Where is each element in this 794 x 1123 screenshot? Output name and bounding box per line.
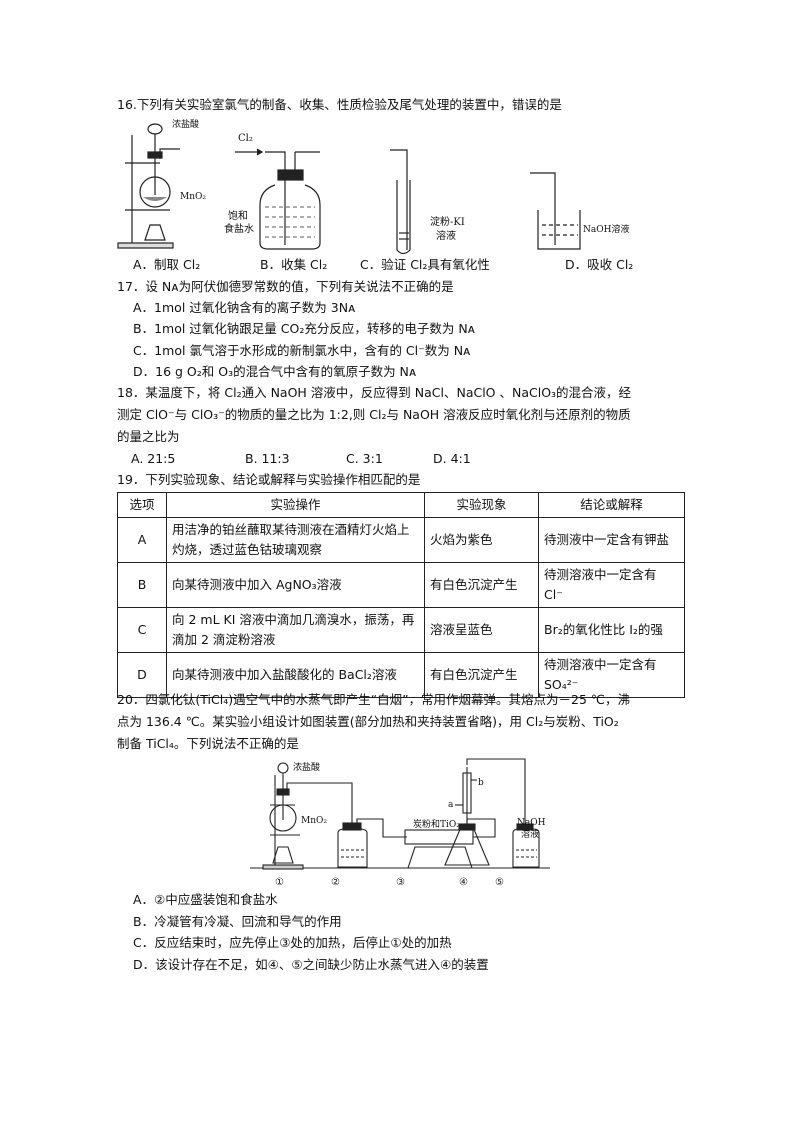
label-starch-ki-2: 溶液 <box>436 229 456 242</box>
q18-option-b: B. 11:3 <box>245 451 290 466</box>
q20-apparatus-figure: 浓盐酸 MnO₂ 炭粉和TiO₂ a b NaOH 溶液 ① ② ③ ④ ⑤ <box>250 758 550 888</box>
cell-phenomenon: 火焰为紫色 <box>424 517 539 563</box>
cell-conclusion: Br₂的氧化性比 I₂的强 <box>538 607 685 653</box>
cell-operation: 用洁净的铂丝蘸取某待测液在酒精灯火焰上灼烧，透过蓝色钴玻璃观察 <box>166 517 425 563</box>
cell-operation: 向某待测液中加入盐酸酸化的 BaCl₂溶液 <box>166 652 425 698</box>
cell-phenomenon: 有白色沉淀产生 <box>424 652 539 698</box>
table-row: B 向某待测液中加入 AgNO₃溶液 有白色沉淀产生 待测溶液中一定含有 Cl⁻ <box>117 562 685 608</box>
q18-option-c: C. 3:1 <box>346 451 383 466</box>
cell-option: A <box>117 517 167 563</box>
q17-stem: 17．设 Nᴀ为阿伏伽德罗常数的值，下列有关说法不正确的是 <box>117 279 454 294</box>
label-brine-1: 饱和 <box>228 210 248 222</box>
table-header-row: 选项 实验操作 实验现象 结论或解释 <box>117 492 685 518</box>
cell-phenomenon: 溶液呈蓝色 <box>424 607 539 653</box>
header-option: 选项 <box>117 492 167 518</box>
table-row: C 向 2 mL KI 溶液中滴加几滴溴水，振荡，再滴加 2 滴淀粉溶液 溶液呈… <box>117 607 685 653</box>
cell-phenomenon: 有白色沉淀产生 <box>424 562 539 608</box>
label-num-1: ① <box>275 877 284 888</box>
generator-apparatus-a <box>117 123 180 249</box>
q16-stem: 16.下列有关实验室氯气的制备、收集、性质检验及尾气处理的装置中，错误的是 <box>117 97 562 112</box>
q18-line-2: 测定 ClO⁻与 ClO₃⁻的物质的量之比为 1:2,则 Cl₂与 NaOH 溶… <box>117 407 631 422</box>
beaker-d <box>530 172 581 250</box>
q17-option-b: B．1mol 过氧化钠跟足量 CO₂充分反应，转移的电子数为 Nᴀ <box>133 321 476 336</box>
cell-conclusion: 待测溶液中一定含有 SO₄²⁻ <box>538 652 685 698</box>
q20-line-1: 20．四氯化钛(TiCl₄)遇空气中的水蒸气即产生“白烟”，常用作烟幕弹。其熔点… <box>117 692 630 707</box>
q18-line-1: 18．某温度下，将 Cl₂通入 NaOH 溶液中，反应得到 NaCl、NaClO… <box>117 385 632 400</box>
q16-option-c: C．验证 Cl₂具有氧化性 <box>360 257 490 272</box>
q18-line-3: 的量之比为 <box>117 429 180 444</box>
q17-option-d: D．16 g O₂和 O₃的混合气中含有的氧原子数为 Nᴀ <box>133 364 417 379</box>
q16-apparatus-figure: 浓盐酸 MnO₂ Cl₂ 饱和 食盐水 淀粉-KI 溶液 NaOH溶液 <box>117 118 629 255</box>
q19-stem: 19．下列实验现象、结论或解释与实验操作相匹配的是 <box>117 472 421 487</box>
label-conc-hcl: 浓盐酸 <box>172 118 199 130</box>
label-num-5: ⑤ <box>495 877 504 888</box>
q20-option-d: D．该设计存在不足，如④、⑤之间缺少防止水蒸气进入④的装置 <box>133 957 489 972</box>
cell-conclusion: 待测溶液中一定含有 Cl⁻ <box>538 562 685 608</box>
gas-bottle-b <box>259 151 321 250</box>
cell-operation: 向某待测液中加入 AgNO₃溶液 <box>166 562 425 608</box>
cell-operation: 向 2 mL KI 溶液中滴加几滴溴水，振荡，再滴加 2 滴淀粉溶液 <box>166 607 425 653</box>
q18-option-d: D. 4:1 <box>433 451 471 466</box>
cell-conclusion: 待测液中一定含有钾盐 <box>538 517 685 563</box>
cell-option: B <box>117 562 167 608</box>
label-naoh-2: 溶液 <box>521 828 539 840</box>
label-mno2: MnO₂ <box>180 192 206 202</box>
q19-table: 选项 实验操作 实验现象 结论或解释 A 用洁净的铂丝蘸取某待测液在酒精灯火焰上… <box>117 492 685 698</box>
label-num-4: ④ <box>459 877 468 888</box>
label-num-2: ② <box>331 877 340 888</box>
label-num-3: ③ <box>396 877 405 888</box>
q16-option-b: B．收集 Cl₂ <box>260 257 328 272</box>
q20-line-3: 制备 TiCl₄。下列说法不正确的是 <box>117 736 299 751</box>
q17-option-a: A．1mol 过氧化钠含有的离子数为 3Nᴀ <box>133 300 356 315</box>
cell-option: D <box>117 652 167 698</box>
label-inlet-a: a <box>448 800 454 810</box>
cell-option: C <box>117 607 167 653</box>
label-conc-hcl: 浓盐酸 <box>293 761 320 773</box>
label-naoh: NaOH溶液 <box>583 223 629 235</box>
q16-option-d: D．吸收 Cl₂ <box>565 257 634 272</box>
label-cl2: Cl₂ <box>238 133 253 144</box>
table-row: A 用洁净的铂丝蘸取某待测液在酒精灯火焰上灼烧，透过蓝色钴玻璃观察 火焰为紫色 … <box>117 517 685 563</box>
table-row: D 向某待测液中加入盐酸酸化的 BaCl₂溶液 有白色沉淀产生 待测溶液中一定含… <box>117 652 685 698</box>
q17-option-c: C．1mol 氯气溶于水形成的新制氯水中，含有的 Cl⁻数为 Nᴀ <box>133 343 471 358</box>
label-carbon-tio2: 炭粉和TiO₂ <box>413 818 460 830</box>
label-starch-ki-1: 淀粉-KI <box>430 215 465 228</box>
header-conclusion: 结论或解释 <box>538 492 685 518</box>
q20-option-a: A．②中应盛装饱和食盐水 <box>133 892 278 907</box>
header-phenomenon: 实验现象 <box>424 492 539 518</box>
label-mno2: MnO₂ <box>301 816 327 826</box>
q20-option-b: B．冷凝管有冷凝、回流和导气的作用 <box>133 914 342 929</box>
q16-option-a: A．制取 Cl₂ <box>133 257 201 272</box>
label-outlet-b: b <box>478 778 484 788</box>
q20-line-2: 点为 136.4 ℃。某实验小组设计如图装置(部分加热和夹持装置省略)，用 Cl… <box>117 714 619 729</box>
test-tube-c <box>390 149 411 255</box>
label-brine-2: 食盐水 <box>224 222 254 235</box>
label-naoh-1: NaOH <box>517 818 546 828</box>
q20-option-c: C．反应结束时，应先停止③处的加热，后停止①处的加热 <box>133 935 452 950</box>
q18-option-a: A. 21:5 <box>131 451 176 466</box>
header-operation: 实验操作 <box>166 492 425 518</box>
